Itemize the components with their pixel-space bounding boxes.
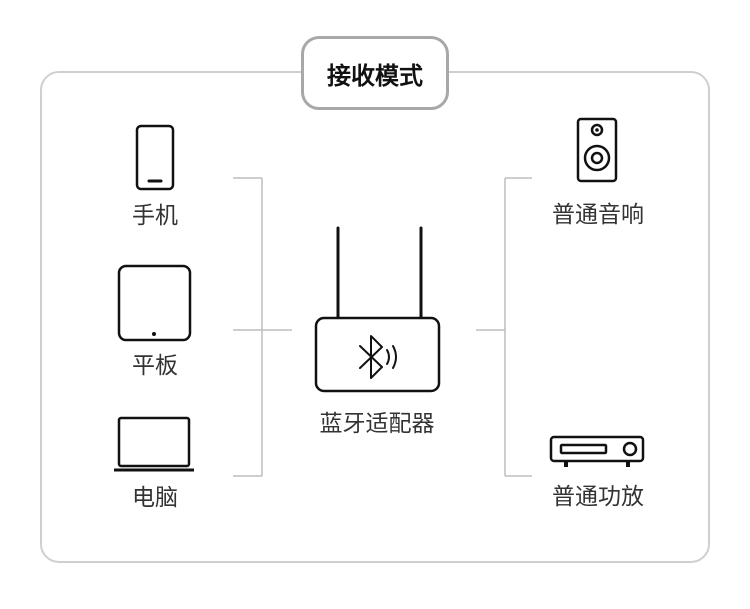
- amplifier-icon: [549, 435, 645, 467]
- output-label-speaker: 普通音响: [552, 202, 644, 228]
- source-label-tablet: 平板: [132, 353, 178, 379]
- smartphone-icon: [135, 124, 175, 191]
- output-label-amplifier: 普通功放: [552, 484, 644, 510]
- mode-title: 接收模式: [301, 36, 449, 110]
- source-label-phone: 手机: [132, 203, 178, 229]
- speaker-icon: [576, 117, 618, 183]
- tablet-icon: [117, 264, 192, 342]
- source-label-computer: 电脑: [132, 485, 178, 511]
- adapter-label: 蓝牙适配器: [319, 411, 435, 437]
- right-connector: [476, 177, 532, 477]
- bluetooth-adapter-icon: [314, 226, 441, 393]
- laptop-icon: [114, 416, 194, 472]
- bluetooth-icon: [359, 335, 397, 379]
- left-connector: [233, 177, 292, 477]
